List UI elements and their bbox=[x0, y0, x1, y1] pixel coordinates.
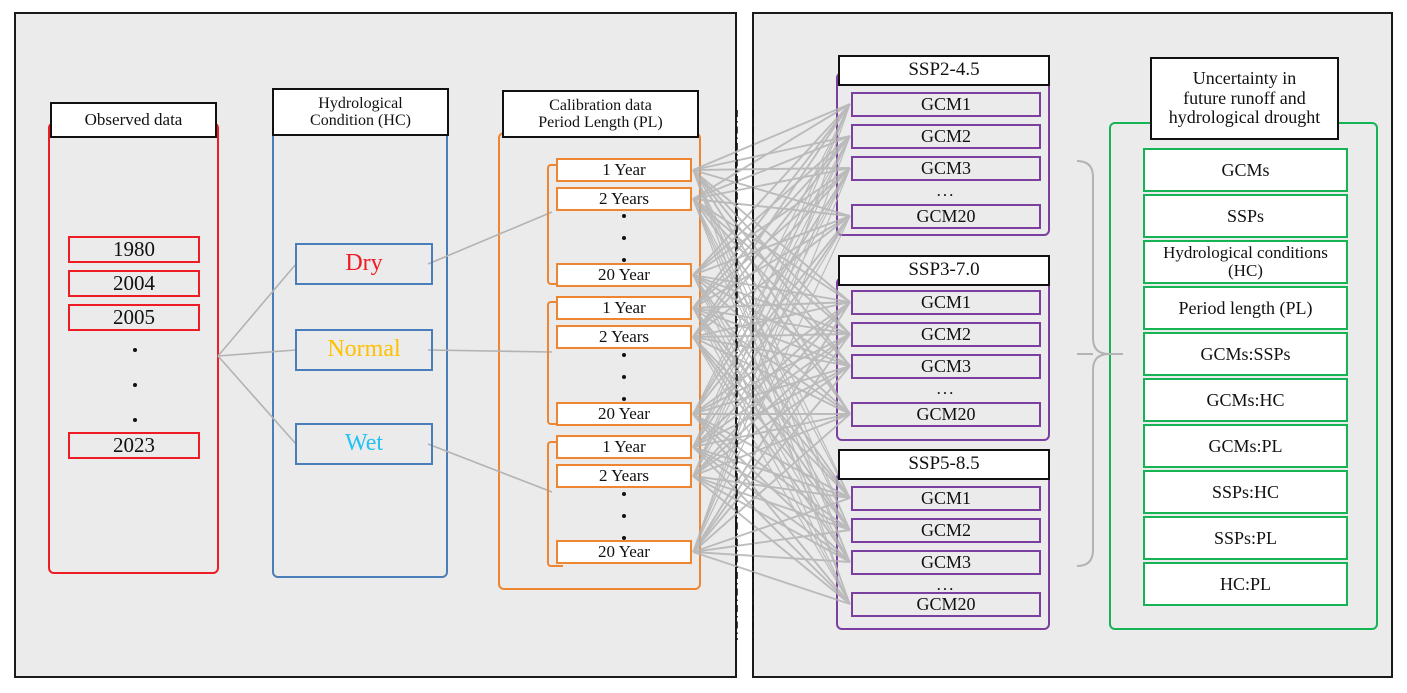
ssp-header-2[interactable]: SSP3-7.0 bbox=[838, 255, 1050, 286]
uncertainty-item-ssps[interactable]: SSPs bbox=[1143, 194, 1348, 238]
gcm-box[interactable]: GCM1 bbox=[851, 92, 1041, 117]
uncertainty-item-gcms[interactable]: GCMs bbox=[1143, 148, 1348, 192]
unc-header-line1: Uncertainty in bbox=[1192, 68, 1297, 89]
unc-header-line3: hydrological drought bbox=[1168, 107, 1321, 128]
observed-year-box[interactable]: 2004 bbox=[68, 270, 200, 297]
gcm-box[interactable]: GCM3 bbox=[851, 354, 1041, 379]
gcm-box[interactable]: GCM3 bbox=[851, 156, 1041, 181]
uncertainty-item-ssps-pl[interactable]: SSPs:PL bbox=[1143, 516, 1348, 560]
pl-bracket-wet bbox=[547, 441, 563, 567]
gcm-box[interactable]: GCM1 bbox=[851, 486, 1041, 511]
pl-bracket-normal bbox=[547, 301, 563, 425]
uncertainty-item-ssps-hc[interactable]: SSPs:HC bbox=[1143, 470, 1348, 514]
hc-header-line2: Condition (HC) bbox=[310, 112, 411, 129]
gcm-ellipsis: ... bbox=[936, 379, 956, 398]
gcm-ellipsis: ... bbox=[936, 181, 956, 200]
hc-item-wet[interactable]: Wet bbox=[295, 423, 433, 465]
gcm-box[interactable]: GCM20 bbox=[851, 204, 1041, 229]
pl-header-line1: Calibration data bbox=[549, 96, 652, 114]
pl-ellipsis bbox=[621, 214, 627, 262]
uncertainty-item-gcms-ssps[interactable]: GCMs:SSPs bbox=[1143, 332, 1348, 376]
uncertainty-item-hc[interactable]: Hydrological conditions (HC) bbox=[1143, 240, 1348, 284]
observed-year-box[interactable]: 1980 bbox=[68, 236, 200, 263]
gcm-box[interactable]: GCM20 bbox=[851, 592, 1041, 617]
gcm-box[interactable]: GCM1 bbox=[851, 290, 1041, 315]
unc-hc-line1: Hydrological conditions bbox=[1163, 243, 1328, 263]
uncertainty-item-gcms-hc[interactable]: GCMs:HC bbox=[1143, 378, 1348, 422]
uncertainty-item-gcms-pl[interactable]: GCMs:PL bbox=[1143, 424, 1348, 468]
pl-item-box[interactable]: 2 Years bbox=[556, 325, 692, 349]
gcm-box[interactable]: GCM3 bbox=[851, 550, 1041, 575]
pl-item-box[interactable]: 20 Year bbox=[556, 402, 692, 426]
uncertainty-item-pl[interactable]: Period length (PL) bbox=[1143, 286, 1348, 330]
ssp-header-3[interactable]: SSP5-8.5 bbox=[838, 449, 1050, 480]
pl-header-line2: Period Length (PL) bbox=[538, 114, 663, 131]
hydrological-condition-header: Hydrological Condition (HC) bbox=[272, 88, 449, 136]
pl-ellipsis bbox=[621, 353, 627, 401]
pl-item-box[interactable]: 1 Year bbox=[556, 158, 692, 182]
pl-item-box[interactable]: 2 Years bbox=[556, 187, 692, 211]
pl-item-box[interactable]: 1 Year bbox=[556, 296, 692, 320]
gcm-ellipsis: ... bbox=[936, 575, 956, 594]
observed-year-box[interactable]: 2023 bbox=[68, 432, 200, 459]
observed-ellipsis bbox=[132, 348, 138, 422]
pl-item-box[interactable]: 2 Years bbox=[556, 464, 692, 488]
unc-hc-line2: (HC) bbox=[1228, 261, 1263, 280]
gcm-box[interactable]: GCM2 bbox=[851, 124, 1041, 149]
unc-header-line2: future runoff and bbox=[1183, 87, 1306, 108]
observed-year-box[interactable]: 2005 bbox=[68, 304, 200, 331]
ssp-header-1[interactable]: SSP2-4.5 bbox=[838, 55, 1050, 86]
gcm-box[interactable]: GCM2 bbox=[851, 322, 1041, 347]
hc-item-normal[interactable]: Normal bbox=[295, 329, 433, 371]
uncertainty-header: Uncertainty in future runoff and hydrolo… bbox=[1150, 57, 1339, 140]
observed-data-header: Observed data bbox=[50, 102, 217, 138]
hc-header-line1: Hydrological bbox=[318, 94, 403, 112]
gcm-box[interactable]: GCM20 bbox=[851, 402, 1041, 427]
gcm-box[interactable]: GCM2 bbox=[851, 518, 1041, 543]
hc-item-dry[interactable]: Dry bbox=[295, 243, 433, 285]
pl-item-box[interactable]: 1 Year bbox=[556, 435, 692, 459]
pl-item-box[interactable]: 20 Year bbox=[556, 540, 692, 564]
pl-ellipsis bbox=[621, 492, 627, 540]
period-length-header: Calibration data Period Length (PL) bbox=[502, 90, 699, 138]
uncertainty-item-hc-pl[interactable]: HC:PL bbox=[1143, 562, 1348, 606]
pl-item-box[interactable]: 20 Year bbox=[556, 263, 692, 287]
